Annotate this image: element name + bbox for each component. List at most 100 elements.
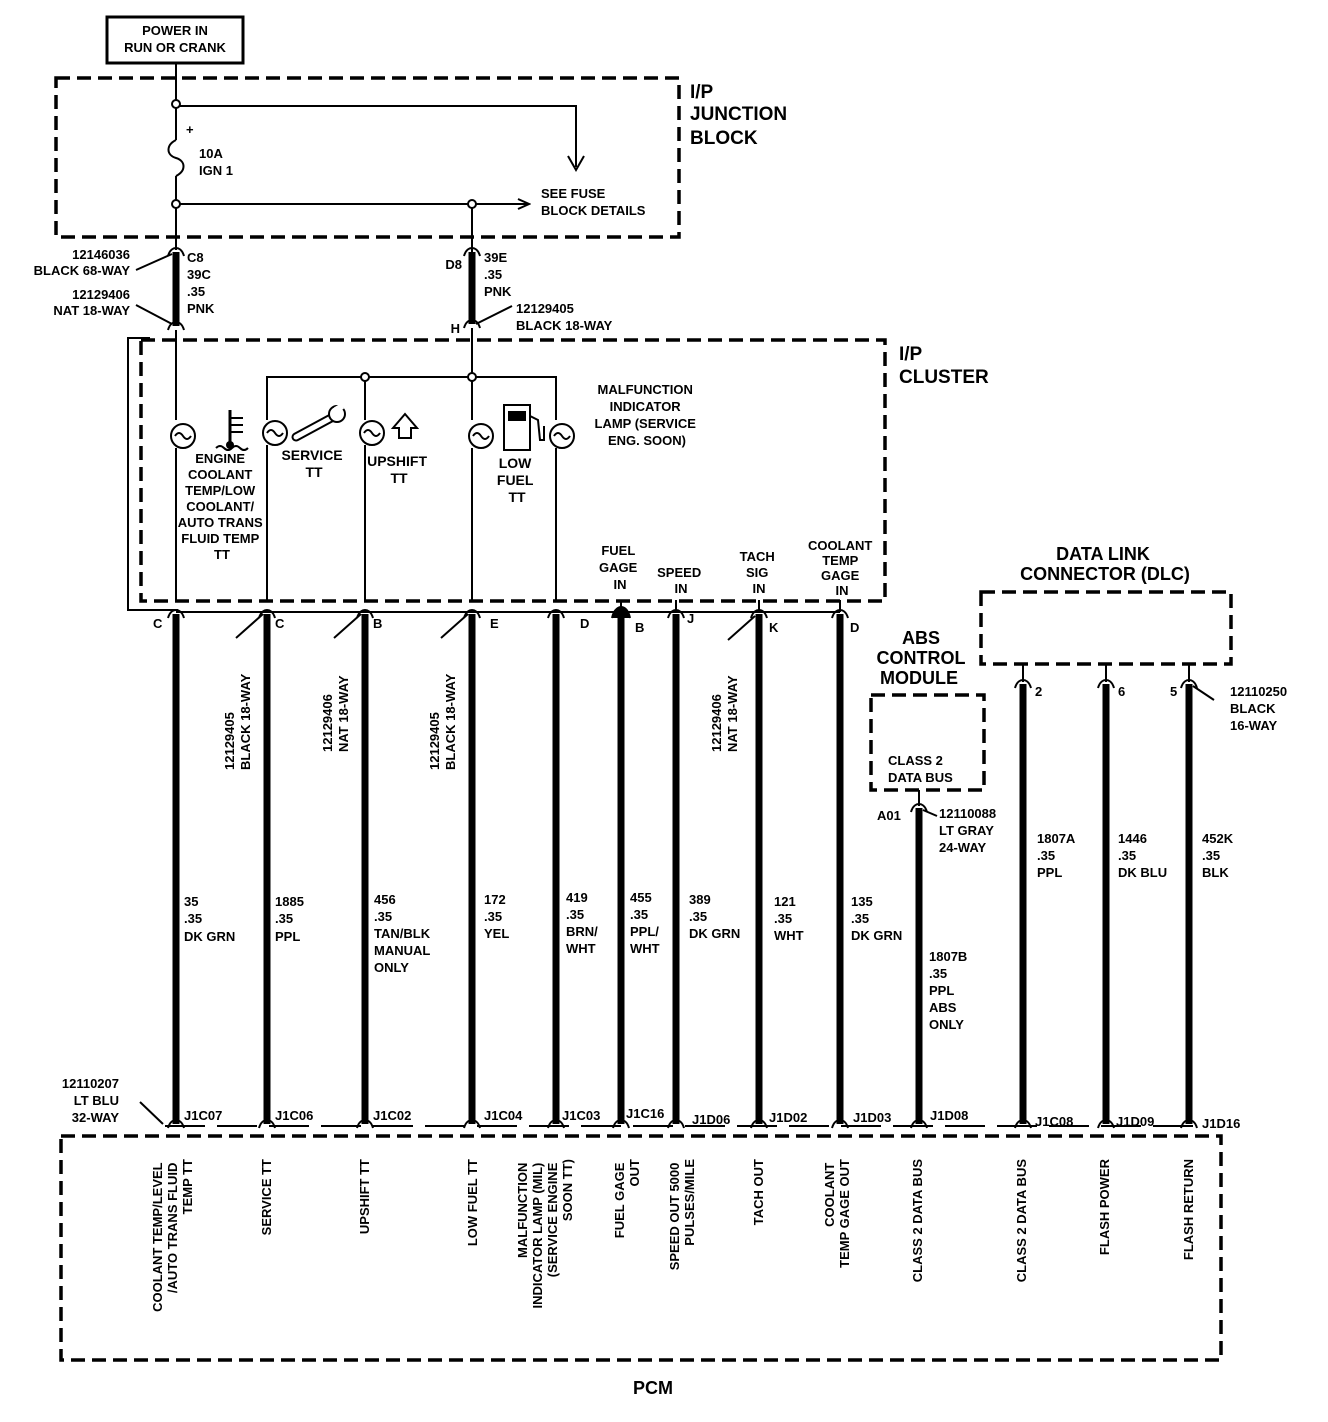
junction-block: I/P JUNCTION BLOCK + 10A IGN 1 SEE FUSE …	[54, 76, 787, 239]
side-connector-2: 12129406 NAT 18-WAY	[320, 675, 351, 752]
pcm-func-class2-bus-1: CLASS 2 DATA BUS	[910, 1159, 925, 1283]
abs-module-outline	[869, 693, 986, 792]
speed-in-label: SPEED IN	[657, 565, 705, 596]
pcm-pin-j1d09: J1D09	[1116, 1114, 1154, 1129]
low-fuel-bulb-icon	[468, 423, 494, 449]
coolant-temp-gage-in-label: COOLANT TEMP GAGE IN	[808, 538, 876, 598]
ip-cluster: I/P CLUSTER	[127, 337, 989, 611]
block-details-label: BLOCK DETAILS	[541, 203, 646, 218]
junction-block-outline	[54, 76, 681, 239]
pcm-pin-j1c08: J1C08	[1035, 1114, 1073, 1129]
dlc-outline	[979, 590, 1233, 666]
c8-color-label: PNK	[187, 301, 215, 316]
fuse-amps-label: 10A	[199, 146, 223, 161]
pcm-func-tach-out: TACH OUT	[751, 1159, 766, 1225]
dlc-part-number: 12110250	[1230, 684, 1287, 699]
dlc-title-1: DATA LINK	[1056, 544, 1150, 564]
dlc-pin-6: 6	[1118, 684, 1125, 699]
upshift-tt-label: UPSHIFT TT	[367, 453, 431, 486]
power-in-box: POWER IN RUN OR CRANK	[105, 15, 245, 65]
abs-title-control: CONTROL	[877, 648, 966, 668]
abs-bus-label-2: DATA BUS	[888, 770, 953, 785]
see-fuse-label: SEE FUSE	[541, 186, 606, 201]
fuse-name-label: IGN 1	[199, 163, 233, 178]
cluster-pin-b1: B	[373, 616, 382, 631]
cluster-pin-c1: C	[153, 616, 163, 631]
service-bulb-icon	[262, 420, 288, 446]
wire-label-1807b: 1807B .35 PPL ABS ONLY	[929, 949, 971, 1032]
pcm-func-flash-return: FLASH RETURN	[1181, 1159, 1196, 1260]
pcm-pin-j1c07: J1C07	[184, 1108, 222, 1123]
d8-connector-symbol	[463, 246, 481, 257]
pcm-func-service-tt: SERVICE TT	[259, 1159, 274, 1235]
dlc-title-2: CONNECTOR (DLC)	[1020, 564, 1190, 584]
wire-label-172: 172 .35 YEL	[484, 892, 509, 941]
dlc-pin-2: 2	[1035, 684, 1042, 699]
mil-label: MALFUNCTION INDICATOR LAMP (SERVICE ENG.…	[595, 382, 700, 448]
junction-title-block: BLOCK	[690, 128, 758, 149]
coolant-temp-icon	[215, 410, 249, 451]
side-connector-4: 12129406 NAT 18-WAY	[709, 675, 740, 752]
wire-label-135: 135 .35 DK GRN	[851, 894, 902, 943]
pcm-func-flash-power: FLASH POWER	[1097, 1158, 1112, 1255]
c8-connector-type: BLACK 68-WAY	[34, 263, 131, 278]
run-or-crank-label: RUN OR CRANK	[124, 40, 226, 55]
pcm-outline	[59, 1134, 1223, 1362]
mil-bulb-icon	[549, 423, 575, 449]
data-link-connector: DATA LINK CONNECTOR (DLC) 2 6 5 12110250…	[979, 544, 1287, 1124]
pcm-func-coolant-gage-out: COOLANT TEMP GAGE OUT	[822, 1159, 852, 1268]
pcm-pin-j1d06: J1D06	[692, 1112, 730, 1127]
cluster-pin-k: K	[769, 620, 779, 635]
abs-title-abs: ABS	[902, 628, 940, 648]
pcm-pin-j1c04: J1C04	[484, 1108, 523, 1123]
pcm-label: PCM	[633, 1378, 673, 1398]
h-connector-type: BLACK 18-WAY	[516, 318, 613, 333]
pcm-pin-j1d02: J1D02	[769, 1110, 807, 1125]
pcm-pin-j1d03: J1D03	[853, 1110, 891, 1125]
pcm-func-fuel-gage-out: FUEL GAGE OUT	[612, 1159, 642, 1238]
wire-label-1807a: 1807A .35 PPL	[1037, 831, 1078, 880]
pcm-func-speed-out: SPEED OUT 5000 PULSES/MILE	[667, 1159, 697, 1271]
fuel-gage-in-label: FUEL GAGE IN	[599, 543, 641, 592]
wire-label-455: 455 .35 PPL/ WHT	[630, 890, 663, 956]
abs-title-module: MODULE	[880, 668, 958, 688]
wire-label-121: 121 .35 WHT	[774, 894, 804, 943]
side-connector-1: 12129405 BLACK 18-WAY	[222, 673, 253, 770]
junction-title-ip: I/P	[690, 82, 714, 103]
abs-connector-type-2: 24-WAY	[939, 840, 987, 855]
pcm-pin-j1c16: J1C16	[626, 1106, 664, 1121]
upshift-bulb-icon	[359, 420, 385, 446]
pcm-pin-j1d08: J1D08	[930, 1108, 968, 1123]
service-tt-label: SERVICE TT	[281, 447, 346, 480]
cluster-internal-bus	[266, 376, 557, 420]
junction-splice-bottom	[171, 199, 181, 209]
pcm-connector-type-2: 32-WAY	[72, 1110, 120, 1125]
nat-connector-type: NAT 18-WAY	[53, 303, 130, 318]
pcm-func-mil: MALFUNCTION INDICATOR LAMP (MIL) (SERVIC…	[515, 1159, 575, 1309]
cluster-to-pcm-wires: C C B E D B J K D 12129405 BLACK 18-WAY …	[153, 600, 1198, 1129]
low-fuel-tt-label: LOW FUEL TT	[497, 455, 537, 505]
cluster-pin-b2: B	[635, 620, 644, 635]
c8-circuit-label: 39C	[187, 267, 211, 282]
pcm-func-upshift-tt: UPSHIFT TT	[357, 1159, 372, 1234]
engine-coolant-label: ENGINE COOLANT TEMP/LOW COOLANT/ AUTO TR…	[178, 451, 267, 562]
arrow-down-icon	[567, 155, 585, 173]
dlc-type-1: BLACK	[1230, 701, 1276, 716]
abs-connector-type-1: LT GRAY	[939, 823, 994, 838]
d8-gauge-label: .35	[484, 267, 502, 282]
pcm-module: 12110207 LT BLU 32-WAY J1C07 J1C06 J1C02…	[59, 1076, 1240, 1398]
wire-label-456: 456 .35 TAN/BLK MANUAL ONLY	[374, 892, 434, 975]
c8-gauge-label: .35	[187, 284, 205, 299]
cluster-pin-j: J	[687, 611, 694, 626]
pcm-pin-j1c06: J1C06	[275, 1108, 313, 1123]
cluster-title-ip: I/P	[899, 344, 923, 365]
pcm-pin-j1c03: J1C03	[562, 1108, 600, 1123]
fuel-pump-icon	[503, 404, 545, 451]
wire-label-389: 389 .35 DK GRN	[689, 892, 740, 941]
nat18-connector-symbol	[167, 320, 185, 331]
d8-pin-label: D8	[445, 257, 462, 272]
junction-splice-d8	[467, 199, 477, 209]
abs-pin-a01: A01	[877, 808, 901, 823]
engine-coolant-bulb-icon	[170, 423, 196, 449]
